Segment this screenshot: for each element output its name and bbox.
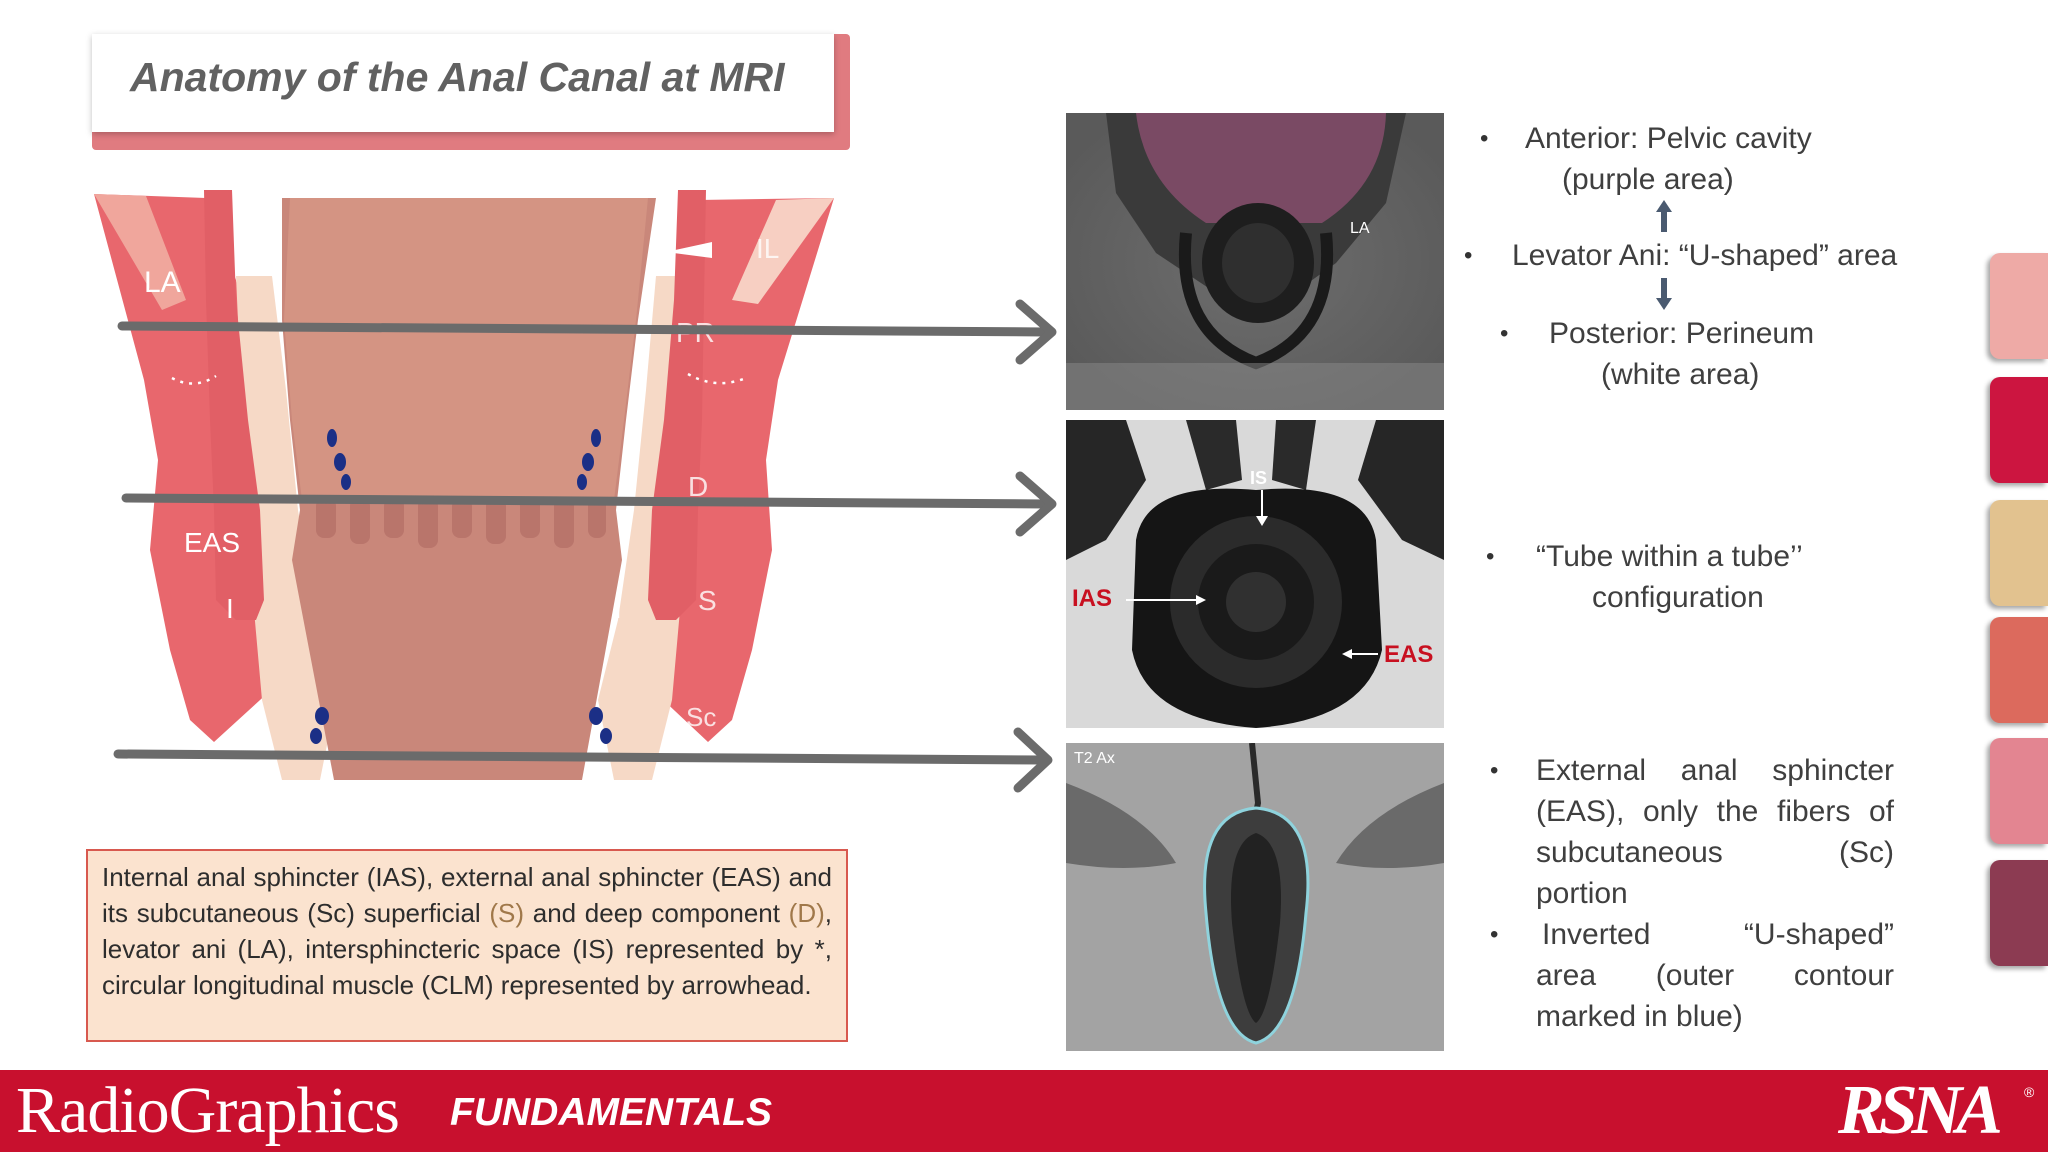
title-panel: Anatomy of the Anal Canal at MRI [92, 34, 834, 132]
notes-levels-3: • External anal sphincter (EAS), only th… [1484, 750, 1894, 1050]
mri-label-ias: IAS [1072, 585, 1112, 612]
series-name: FUNDAMENTALS [450, 1091, 773, 1134]
bullet-dot: • [1464, 242, 1473, 269]
bullet-dot: • [1480, 125, 1489, 152]
note-posterior-line1: Posterior: Perineum [1549, 317, 1815, 350]
note-tube-line1: “Tube within a tube’’ [1536, 540, 1803, 573]
label-s: S [698, 585, 717, 616]
mri-label-is: IS [1250, 468, 1267, 488]
mri-image-3: T2 Ax [1066, 743, 1444, 1051]
color-swatch-1 [1990, 253, 2048, 359]
arrow-up-icon [1656, 200, 1672, 232]
notes-levels-2: • “Tube within a tube’’ configuration [1486, 536, 1906, 626]
mri-image-1: LA [1066, 113, 1444, 410]
color-swatch-4 [1990, 617, 2048, 723]
note-eas-line4: portion [1536, 877, 1628, 910]
right-internal-sphincter [648, 190, 706, 620]
color-swatch-5 [1990, 738, 2048, 844]
note-eas-line1: External anal sphincter [1536, 754, 1894, 787]
note-inv-line1: Inverted “U-shaped” [1542, 918, 1894, 951]
label-il: IL [756, 233, 779, 264]
registered-mark: ® [2024, 1084, 2035, 1100]
level-arrow-3-head [1013, 727, 1053, 793]
title-box: Anatomy of the Anal Canal at MRI [92, 34, 852, 150]
note-anterior-line1: Anterior: Pelvic cavity [1525, 122, 1812, 155]
right-il-band [732, 198, 834, 304]
note-posterior-line2: (white area) [1601, 358, 1760, 391]
left-internal-sphincter [204, 190, 264, 620]
page-title: Anatomy of the Anal Canal at MRI [130, 54, 785, 100]
level-arrow-2 [121, 493, 1051, 509]
note-eas-line3: subcutaneous (Sc) [1536, 836, 1894, 869]
label-i-left: I [226, 593, 234, 624]
clm-arrowhead [666, 242, 712, 258]
arrow-down-icon [1656, 278, 1672, 310]
mri-image-2: IS IAS EAS [1066, 420, 1444, 728]
note-inv-line2: area (outer contour [1536, 959, 1894, 992]
right-intersphincteric [598, 276, 686, 780]
color-swatch-3 [1990, 500, 2048, 606]
mri-label-t2ax: T2 Ax [1074, 750, 1115, 767]
color-swatch-6 [1990, 860, 2048, 966]
journal-brand: RadioGraphics [16, 1074, 400, 1147]
note-anterior-line2: (purple area) [1562, 163, 1734, 196]
diagram-svg: LA IL PR D EAS I I S Sc [94, 190, 1057, 793]
legend-part-2: and deep component [524, 898, 789, 928]
level-arrow-1-head [1015, 299, 1057, 365]
bullet-dot: • [1500, 320, 1509, 347]
left-la-band [94, 194, 186, 310]
label-eas: EAS [184, 527, 240, 558]
figure-legend: Internal anal sphincter (IAS), external … [86, 849, 848, 1042]
right-dotted-line [687, 372, 747, 385]
bullet-dot: • [1486, 543, 1495, 570]
note-tube-line2: configuration [1592, 581, 1764, 614]
label-d: D [688, 471, 708, 502]
note-inv-line3: marked in blue) [1536, 1000, 1743, 1033]
label-i-right: I [614, 593, 622, 624]
rsna-logo: RSNA [1838, 1072, 2003, 1149]
note-eas-line2: (EAS), only the fibers of [1536, 795, 1894, 828]
bullet-dot: • [1490, 757, 1499, 784]
mri-label-eas: EAS [1384, 641, 1433, 668]
legend-part-1: Internal anal sphincter (IAS), external … [102, 862, 832, 928]
label-la: LA [144, 266, 181, 299]
legend-d: (D) [788, 898, 825, 928]
anal-canal-diagram: LA IL PR D EAS I I S Sc [86, 180, 1086, 840]
anal-columns [316, 498, 606, 548]
mri-label-la: LA [1350, 220, 1370, 237]
color-swatch-2 [1990, 377, 2048, 483]
footer-bar: RadioGraphics FUNDAMENTALS RSNA ® [0, 1070, 2048, 1152]
legend-s: (S) [489, 898, 525, 928]
level-arrow-3 [113, 749, 1049, 765]
label-sc: Sc [686, 702, 716, 732]
legend-part-3: , levator ani (LA), intersphincteric spa… [102, 898, 832, 1000]
intersphincteric-dots [310, 429, 612, 744]
notes-levels-1: • Anterior: Pelvic cavity (purple area) … [1464, 118, 1940, 398]
level-arrows [113, 299, 1057, 793]
level-arrow-1 [117, 321, 1051, 337]
bullet-dot: • [1490, 921, 1499, 948]
rectal-lumen-upper [284, 198, 648, 500]
note-levator: Levator Ani: “U-shaped” area [1512, 239, 1898, 272]
level-arrow-2-head [1015, 471, 1057, 537]
